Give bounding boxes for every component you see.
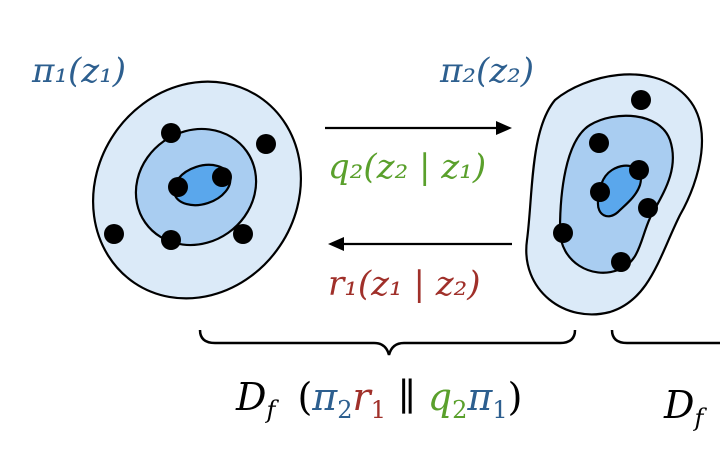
pi2-sample-point [553,223,573,243]
pi2-label: π₂(z₂) [439,51,534,91]
backward-kernel-label: r₁(z₁ | z₂) [328,264,481,304]
pi1-sample-point [104,224,124,244]
divergence-brace [198,329,577,356]
backward-arrow [328,237,512,251]
distribution-pi2 [525,73,704,316]
pi2-sample-point [638,198,658,218]
divergence-expression-cut: Df [663,383,707,432]
pi2-sample-point [590,182,610,202]
divergence-expression: Df (π2r1 ∥ q2π1) [235,375,522,427]
pi2-sample-point [611,252,631,272]
pi2-sample-point [629,160,649,180]
pi1-sample-point [161,230,181,250]
divergence-brace-right [610,329,720,345]
pi1-sample-point [233,224,253,244]
pi1-sample-point [168,177,188,197]
forward-arrow [325,121,512,135]
forward-kernel-label: q₂(z₂ | z₁) [328,147,486,187]
pi2-sample-point [589,133,609,153]
pi1-sample-point [256,134,276,154]
pi1-sample-point [212,167,232,187]
pi2-sample-point [631,90,651,110]
pi1-label: π₁(z₁) [31,51,126,91]
distribution-pi1 [91,80,303,300]
pi1-sample-point [161,123,181,143]
